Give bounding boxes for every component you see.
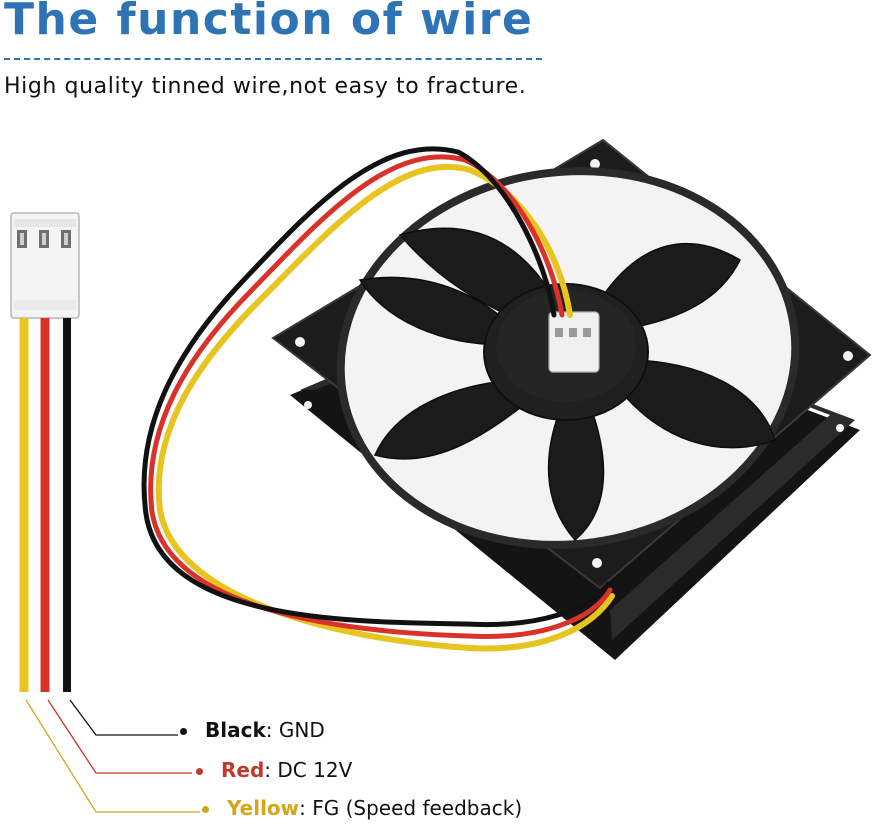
bullet-icon <box>202 806 209 813</box>
legend-black: Black: GND <box>180 718 325 742</box>
legend-yellow: Yellow: FG (Speed feedback) <box>202 796 522 820</box>
bullet-icon <box>180 728 187 735</box>
wire-function: DC 12V <box>277 758 353 782</box>
title-divider <box>4 58 542 60</box>
connector-plug-icon <box>10 212 80 319</box>
separator: : <box>265 718 279 742</box>
separator: : <box>299 796 313 820</box>
legend-red: Red: DC 12V <box>196 758 352 782</box>
fan-lead-wires <box>141 146 615 652</box>
wire-name: Black <box>205 718 266 742</box>
wire-name: Yellow <box>227 796 300 820</box>
page-subtitle: High quality tinned wire,not easy to fra… <box>4 74 527 99</box>
wire-name: Red <box>221 758 265 782</box>
page-title: The function of wire <box>4 0 534 45</box>
bullet-icon <box>196 768 203 775</box>
separator: : <box>264 758 278 782</box>
wire-function: FG (Speed feedback) <box>312 796 523 820</box>
wire-function: GND <box>278 718 325 742</box>
leader-lines <box>25 699 200 813</box>
hub-connector-icon <box>548 311 600 373</box>
straight-wires <box>19 318 71 692</box>
cooling-fan-icon <box>271 138 872 660</box>
